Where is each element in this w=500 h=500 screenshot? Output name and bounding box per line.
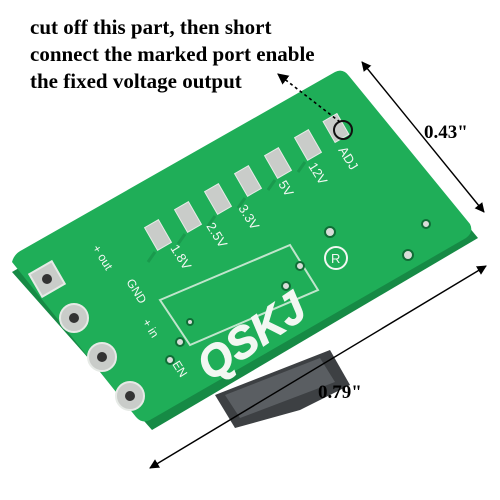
caption-line-3: the fixed voltage output (30, 69, 242, 93)
pad-in-plus (87, 342, 117, 372)
pcb-board (12, 70, 472, 422)
instruction-caption: cut off this part, then short connect th… (30, 14, 430, 95)
caption-line-1: cut off this part, then short (30, 15, 272, 39)
marked-port-circle (333, 120, 353, 140)
voltage-pads (143, 112, 350, 251)
svg-text:R: R (331, 251, 340, 266)
callout-arrow (277, 73, 341, 123)
pad-gnd (59, 303, 89, 333)
caption-line-2: connect the marked port enable (30, 42, 315, 66)
pad-en (115, 381, 145, 411)
terminal-pads (27, 259, 145, 411)
height-dimension-label: 0.43" (424, 122, 468, 143)
voltage-label-5v: 5V (275, 178, 296, 200)
width-dimension-line (149, 265, 487, 469)
height-dimension-line (361, 61, 485, 213)
width-dimension-label: 0.79" (318, 382, 362, 403)
pad-out-plus (27, 259, 67, 299)
